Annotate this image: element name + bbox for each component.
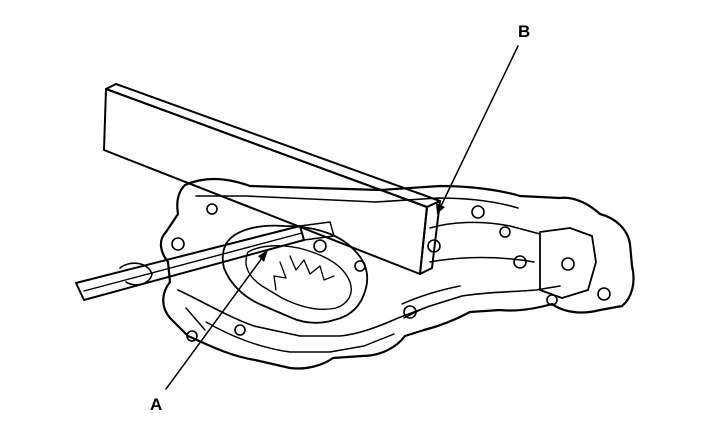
straight-edge [103, 83, 441, 275]
callout-a: A [150, 250, 268, 414]
feeler-gauge [75, 221, 335, 301]
callout-a-label: A [150, 395, 162, 414]
callout-b-label: B [518, 22, 530, 41]
pump-housing [159, 177, 635, 370]
callout-b-arrowhead [436, 203, 445, 214]
callout-b: B [436, 22, 530, 214]
callout-a-arrowhead [258, 250, 268, 262]
